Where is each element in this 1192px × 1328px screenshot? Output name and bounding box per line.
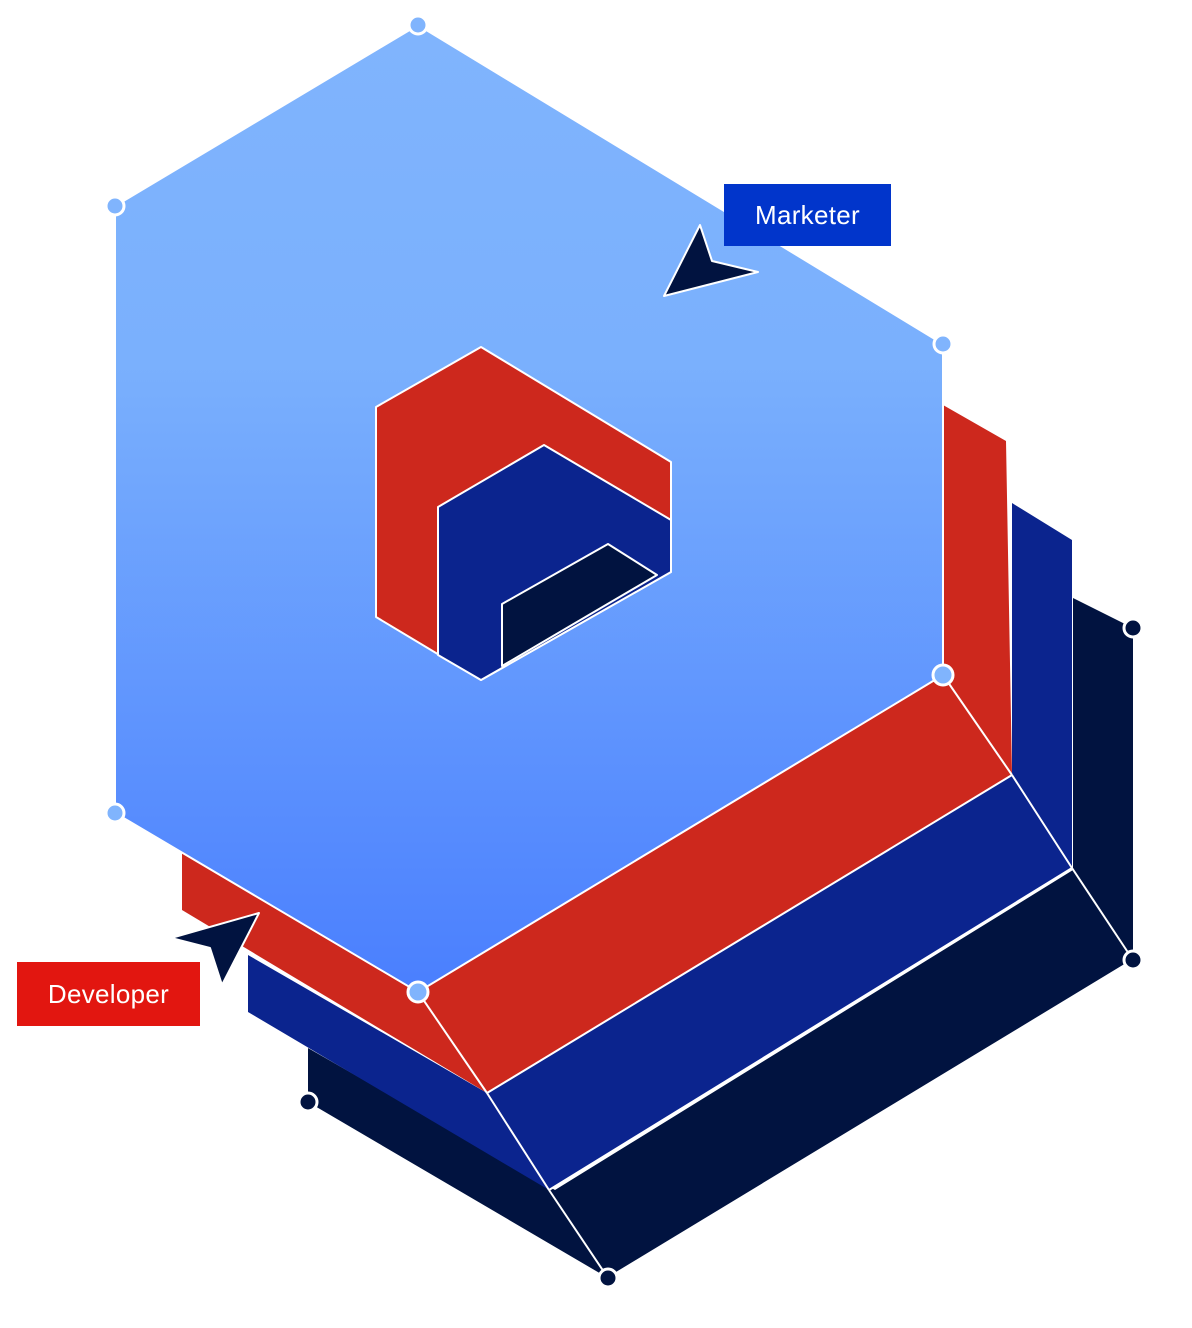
inner-navy-layer	[501, 543, 658, 667]
vertex-dot	[104, 802, 126, 824]
vertex-dot	[104, 195, 126, 217]
vertex-dot-dark	[1122, 617, 1144, 639]
navy-layer	[308, 598, 1133, 1278]
royal-blue-layer	[248, 503, 1072, 1190]
inner-logo	[375, 346, 672, 681]
marketer-tag	[724, 184, 891, 246]
vertex-dot	[406, 980, 430, 1004]
vertex-dot	[931, 663, 955, 687]
developer-label: Developer	[47, 978, 170, 1009]
vertex-dot-dark	[597, 1267, 619, 1289]
vertex-markers	[104, 14, 1144, 1289]
red-layer	[182, 405, 1012, 1093]
marketer-label: Marketer	[755, 199, 860, 230]
vertex-dot-dark	[1122, 949, 1144, 971]
marketer-cursor-icon	[663, 224, 759, 297]
developer-cursor-icon	[170, 912, 260, 986]
inner-blue-layer	[437, 444, 672, 681]
developer-tag	[17, 962, 200, 1026]
vertex-dot	[407, 14, 429, 36]
layer-edges	[417, 674, 1134, 1279]
vertex-dot-dark	[297, 1091, 319, 1113]
vertex-dot	[932, 333, 954, 355]
